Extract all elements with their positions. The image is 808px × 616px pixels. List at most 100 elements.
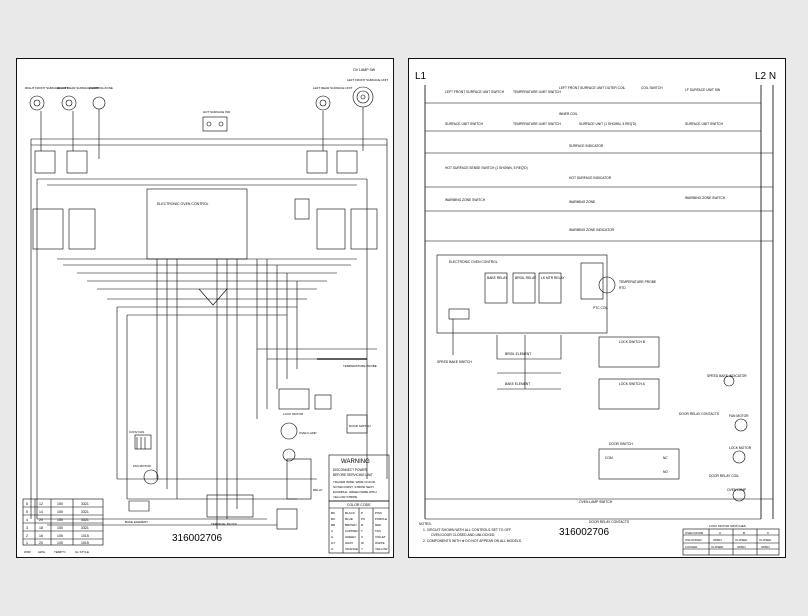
cc-cell: WHITE: [375, 541, 385, 545]
sch-label: INNER COIL: [559, 112, 578, 116]
tracer-note-2: NOTED FIRST, STRIPE NEXT.: [333, 485, 375, 489]
sch-label: BROIL ELEMENT: [505, 352, 531, 356]
cc-cell: PU: [361, 517, 365, 521]
wire-gauge-table: 6 12 150 3321 5 14 150 3321 4 20 150 332…: [24, 502, 89, 554]
lt-cell: CLOSED: [759, 538, 772, 542]
cc-cell: BU: [331, 517, 335, 521]
door-switch-label: DOOR SWITCH: [349, 424, 371, 428]
cc-cell: YELLOW: [375, 547, 388, 551]
wt-header: W/IR: [24, 550, 31, 554]
wt-cell: 20: [39, 518, 43, 522]
cc-cell: PURPLE: [375, 517, 387, 521]
cc-cell: O: [331, 547, 334, 551]
sch-label: ELECTRONIC OVEN CONTROL: [449, 260, 498, 264]
wt-header: AWG: [38, 550, 46, 554]
ov-lamp-sw-label: OV LAMP SW: [353, 68, 376, 72]
lock-motor-switches-table: LOCK MOTOR SWITCHES OVEN DOOR A B C UNLO…: [685, 524, 772, 549]
evc-label: ELECTRONIC OVEN CONTROL: [157, 202, 209, 206]
l1-label: L1: [415, 71, 427, 82]
hot-surface-ind-label: HOT SURFACE IND: [203, 110, 231, 114]
cc-cell: BK: [331, 511, 335, 515]
sch-label: NO: [663, 470, 668, 474]
wt-cell: 3321: [81, 502, 89, 506]
part-number-right: 316002706: [559, 527, 610, 538]
note-2: 2. COMPONENTS WITH ※ DO NOT APPEAR ON AL…: [423, 539, 522, 543]
cc-cell: GY: [331, 541, 335, 545]
sch-label: OVEN LAMP: [727, 488, 747, 492]
sch-label: HOT SURFACE INDICATOR: [569, 176, 612, 180]
sch-label: SURFACE UNIT (1 SHOWN, 3 REQ'D): [579, 122, 636, 126]
note-1: 1. CIRCUIT SHOWN WITH ALL CONTROLS SET T…: [423, 528, 512, 532]
sch-label: BAKE ELEMENT: [505, 382, 530, 386]
wt-cell: 105: [57, 534, 63, 538]
sch-label: DOOR RELAY CONTACTS: [679, 412, 720, 416]
cc-cell: ORANGE: [345, 547, 358, 551]
schematic-drawing: L1 L2 N LEFT FRONT SUR: [415, 71, 780, 556]
sch-label: OVEN LAMP SWITCH: [579, 500, 613, 504]
terminal-block-label: TERMINAL BLOCK: [211, 522, 237, 526]
cc-cell: P: [361, 511, 363, 515]
cc-cell: TAN: [375, 529, 381, 533]
sch-label: DOOR RELAY CONTACTS: [589, 520, 630, 524]
warning-line1: DISCONNECT POWER: [333, 468, 368, 472]
cc-cell: C: [331, 529, 334, 533]
sch-label: WARMING ZONE SWITCH: [685, 196, 726, 200]
lt-cell: OPEN: [737, 545, 746, 549]
wt-cell: 18: [39, 526, 43, 530]
sch-label: LEFT FRONT SURFACE UNIT OUTER COIL: [559, 86, 625, 90]
lt-cell: A: [719, 531, 721, 535]
wt-header: UL STYLE: [75, 550, 89, 554]
lock-motor-label: LOCK MOTOR: [283, 412, 304, 416]
notes-block: NOTES: 1. CIRCUIT SHOWN WITH ALL CONTROL…: [419, 522, 522, 543]
relay-label: RELAY: [313, 488, 323, 492]
tracer-note-3: EXAMPLE: GREEN WIRE WITH: [333, 490, 377, 494]
wt-cell: 2: [26, 534, 28, 538]
cc-cell: RED: [375, 523, 382, 527]
wt-cell: 6: [26, 502, 28, 506]
tracer-note-1: TRACER WIRE: WIRE COLOR: [333, 480, 376, 484]
cc-cell: V: [361, 535, 363, 539]
schematic-sheet: L1 L2 N LEFT FRONT SUR: [408, 58, 786, 558]
sch-label: COM: [605, 456, 613, 460]
color-code-title: COLOR CODE: [347, 503, 371, 507]
lt-cell: B: [743, 531, 745, 535]
conv-fan-label: CONV FAN: [129, 430, 144, 434]
lt-cell: OPEN: [761, 545, 770, 549]
sch-label: SURFACE UNIT SWITCH: [445, 122, 484, 126]
sch-label: BAKE RELAY: [487, 276, 508, 280]
wt-cell: 3321: [81, 510, 89, 514]
left-front-unit-label: LEFT FRONT SURFACE UNIT: [347, 78, 388, 82]
wt-cell: 5: [26, 510, 28, 514]
sch-label: PTC COIL: [593, 306, 608, 310]
warning-line2: BEFORE SERVICING UNIT: [333, 473, 373, 477]
sch-label: RTD: [619, 286, 626, 290]
part-number-left: 316002706: [172, 533, 223, 544]
sch-label: WARMING ZONE SWITCH: [445, 198, 486, 202]
cc-cell: T: [361, 529, 363, 533]
wt-header: TEMP°C: [54, 550, 67, 554]
wt-cell: 3: [26, 526, 28, 530]
wt-cell: 150: [57, 518, 63, 522]
sch-label: DOOR RELAY COIL: [709, 474, 739, 478]
lt-cell: OPEN: [713, 538, 722, 542]
lt-cell: C: [767, 531, 770, 535]
sch-label: WARMING ZONE INDICATOR: [569, 228, 615, 232]
sch-label: WARMING ZONE: [569, 200, 596, 204]
cc-cell: COPPER: [345, 529, 359, 533]
lt-cell: UNLOCKED: [685, 538, 703, 542]
sch-label: SPEED BAKE SWITCH: [437, 360, 472, 364]
right-rear-unit-label: RIGHT REAR SURFACE UNIT: [57, 86, 98, 90]
wt-cell: 16: [39, 534, 43, 538]
cc-cell: BROWN: [345, 523, 357, 527]
cc-cell: BR: [331, 523, 336, 527]
wt-cell: 105: [57, 541, 63, 545]
cc-cell: GREEN: [345, 535, 356, 539]
wt-cell: 20: [39, 541, 43, 545]
cc-cell: BLACK: [345, 511, 355, 515]
wiring-diagram-drawing: OV LAMP SW RIGHT FRONT SURFACE UNIT RIGH…: [22, 68, 390, 554]
wt-cell: 3321: [81, 518, 89, 522]
sch-label: SPEED BAKE INDICATOR: [707, 374, 747, 378]
cc-cell: PINK: [375, 511, 382, 515]
sch-label: LF SURFACE UNIT SW: [685, 88, 721, 92]
lt-cell: OVEN DOOR: [685, 531, 704, 535]
